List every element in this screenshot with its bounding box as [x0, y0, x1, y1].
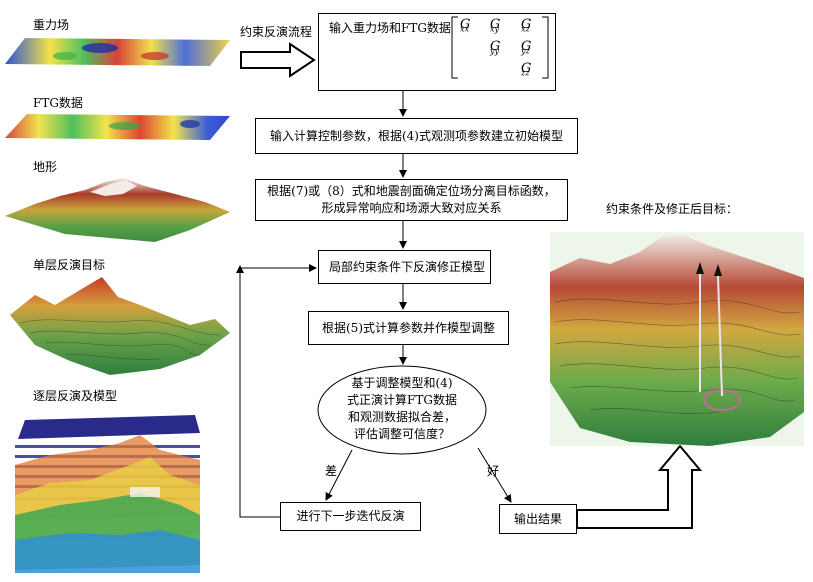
objective-box: 根据(7)或（8）式和地震剖面确定位场分离目标函数， 形成异常响应和场源大致对应…	[255, 179, 568, 221]
iterate-box: 进行下一步迭代反演	[280, 502, 421, 531]
terrain-label: 地形	[33, 160, 58, 174]
single-layer-label: 单层反演目标	[33, 258, 106, 272]
flow-title: 约束反演流程	[240, 25, 313, 39]
input-data-text: 输入重力场和FTG数据	[329, 21, 451, 35]
layered-label: 逐层反演及模型	[33, 389, 118, 403]
hollow-arrow-out	[576, 444, 703, 529]
terrain-image	[5, 178, 230, 242]
input-data-box: 输入重力场和FTG数据	[318, 13, 556, 91]
gravity-field-image	[5, 38, 230, 66]
local-inversion-box: 局部约束条件下反演修正模型	[318, 250, 491, 284]
right-target-label: 约束条件及修正后目标：	[606, 202, 739, 216]
params-box: 输入计算控制参数，根据(4)式观测项参数建立初始模型	[255, 118, 578, 154]
gravity-label: 重力场	[33, 18, 70, 32]
decision-text: 基于调整模型和(4) 式正演计算FTG数据 和观测数据拟合差， 评估调整可信度？	[347, 376, 457, 441]
single-layer-image	[10, 277, 230, 375]
g-zz: zz	[521, 68, 530, 78]
adjust-box: 根据(5)式计算参数并作模型调整	[308, 311, 509, 345]
constrained-target-image	[550, 232, 804, 446]
good-label: 好	[487, 464, 500, 478]
output-box: 输出结果	[499, 504, 577, 534]
layered-inversion-image	[15, 415, 200, 573]
objective-line1: 根据(7)或（8）式和地震剖面确定位场分离目标函数，	[267, 184, 556, 198]
bad-label: 差	[325, 464, 338, 478]
hollow-arrow-in	[240, 42, 316, 78]
g-xx: xx	[460, 24, 470, 34]
objective-line2: 形成异常响应和场源大致对应关系	[321, 201, 502, 215]
g-xy: xy	[490, 24, 500, 34]
g-yz: yz	[521, 46, 530, 56]
g-xz: xz	[521, 24, 530, 34]
ftg-label: FTG数据	[33, 96, 83, 110]
g-yy: yy	[490, 46, 500, 56]
ftg-data-image	[5, 114, 230, 140]
